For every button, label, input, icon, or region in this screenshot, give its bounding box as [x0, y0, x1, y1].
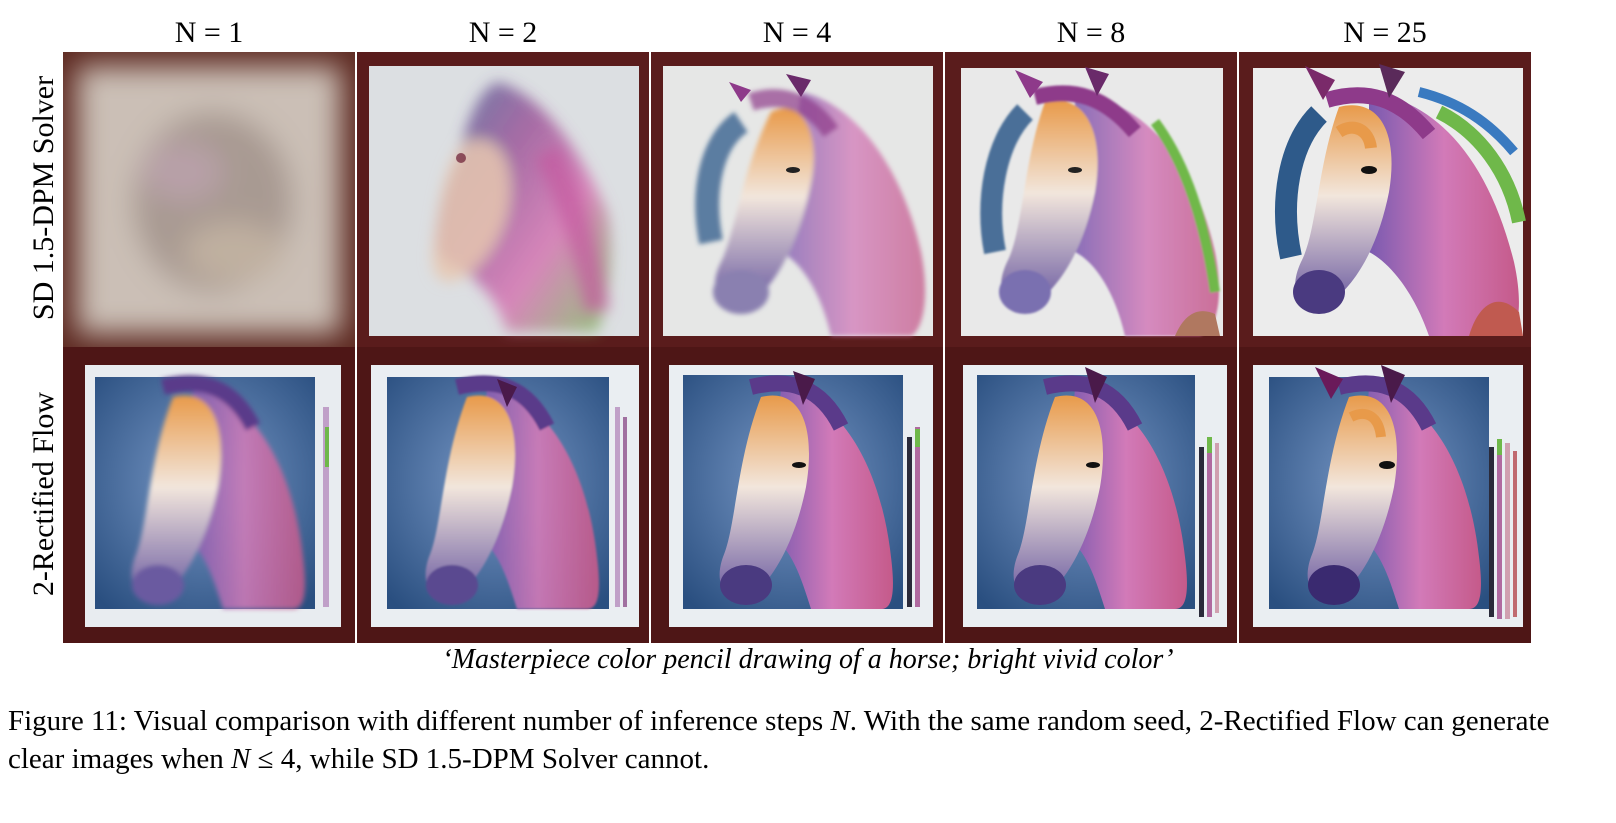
image-sd15-n25 — [1239, 52, 1531, 348]
caption-prefix: Figure 11: Visual comparison with differ… — [8, 705, 831, 737]
image-sd15-n1 — [63, 52, 355, 348]
image-rectified-flow-n1 — [63, 347, 355, 643]
caption-middle-1: . With the same random seed, 2-Rectified… — [8, 705, 1550, 775]
column-header-n2: N = 2 — [468, 16, 538, 49]
column-header-n8: N = 8 — [1056, 16, 1126, 49]
figure-caption: Figure 11: Visual comparison with differ… — [8, 702, 1608, 778]
image-sd15-n4 — [651, 52, 943, 348]
column-header-n25: N = 25 — [1343, 16, 1427, 49]
row-label-rectified-flow-text: 2-Rectified Flow — [27, 391, 60, 597]
column-header-n1: N = 1 — [174, 16, 244, 49]
prompt-text: ‘Masterpiece color pencil drawing of a h… — [442, 644, 1174, 675]
caption-variable-n: N — [830, 705, 850, 737]
image-rectified-flow-n8 — [945, 347, 1237, 643]
column-header-n4: N = 4 — [762, 16, 832, 49]
caption-middle-2: ≤ 4, while SD 1.5-DPM Solver cannot. — [250, 743, 710, 775]
image-sd15-n8 — [945, 52, 1237, 348]
caption-variable-n-2: N — [231, 743, 251, 775]
image-rectified-flow-n2 — [357, 347, 649, 643]
image-rectified-flow-n4 — [651, 347, 943, 643]
image-rectified-flow-n25 — [1239, 347, 1531, 643]
image-sd15-n2 — [357, 52, 649, 348]
row-label-sd15-text: SD 1.5-DPM Solver — [27, 75, 60, 321]
